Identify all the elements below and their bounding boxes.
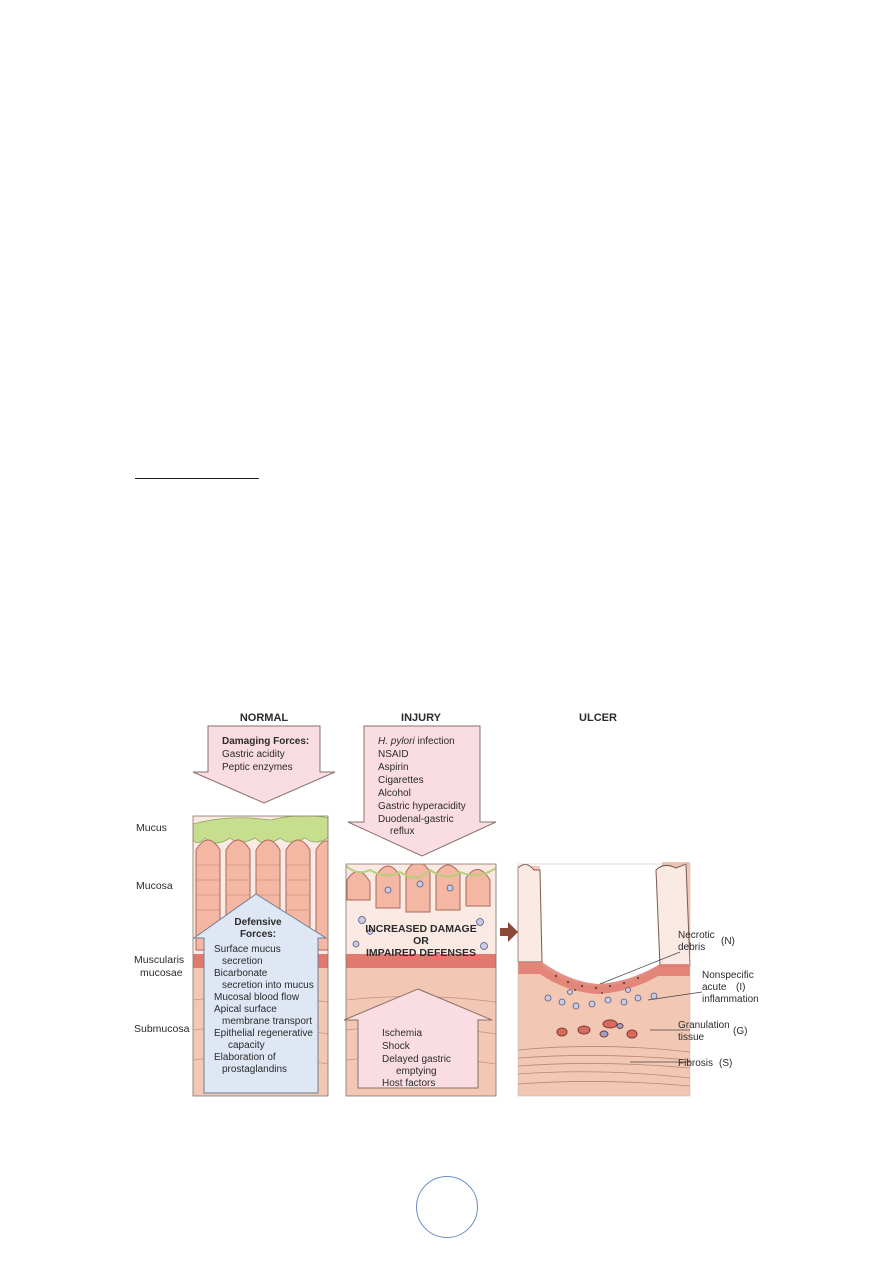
label-necrotic: Necrotic bbox=[678, 930, 715, 941]
label-tissue: tissue bbox=[678, 1032, 705, 1043]
impaired-defenses-text: IMPAIRED DEFENSES bbox=[366, 947, 476, 959]
defensive-title: Forces: bbox=[240, 929, 276, 940]
ulcer-left-wall bbox=[517, 864, 543, 963]
injury-factor: Gastric hyperacidity bbox=[378, 801, 466, 812]
layer-label-mucosa: Mucosa bbox=[136, 880, 173, 892]
host-factor: emptying bbox=[396, 1066, 437, 1077]
label-granulation-code: (G) bbox=[733, 1026, 747, 1037]
defensive-item: secretion into mucus bbox=[222, 980, 314, 991]
label-inflammation-code: (I) bbox=[736, 982, 745, 993]
label-granulation: Granulation bbox=[678, 1020, 730, 1031]
fibrosis-lines bbox=[517, 1046, 691, 1087]
defensive-forces-arrow: Defensive Forces: Surface mucus secretio… bbox=[192, 893, 328, 1094]
damaging-item: Gastric acidity bbox=[222, 749, 285, 760]
defensive-item: Bicarbonate bbox=[214, 968, 268, 979]
injury-factors-arrow: H. pylori infection NSAID Aspirin Cigare… bbox=[347, 725, 497, 857]
defensive-item: secretion bbox=[222, 956, 263, 967]
damaging-forces-title: Damaging Forces: bbox=[222, 736, 309, 747]
panel-title-injury: INJURY bbox=[401, 712, 442, 724]
ulcer-right-wall bbox=[655, 863, 691, 967]
ulcer-base bbox=[518, 862, 690, 1096]
label-acute: acute bbox=[702, 982, 727, 993]
defensive-item: Elaboration of bbox=[214, 1052, 276, 1063]
defensive-title: Defensive bbox=[234, 917, 282, 928]
panel-title-normal: NORMAL bbox=[240, 712, 289, 724]
normal-mucus-layer bbox=[193, 816, 328, 844]
defensive-item: Surface mucus bbox=[214, 944, 281, 955]
necrotic-debris bbox=[554, 974, 640, 994]
host-factor: Host factors bbox=[382, 1078, 435, 1089]
or-text: OR bbox=[413, 935, 429, 947]
defensive-item: prostaglandins bbox=[222, 1064, 287, 1075]
inflammation-cells bbox=[544, 987, 658, 1010]
label-inflammation: inflammation bbox=[702, 994, 759, 1005]
host-factor: Ischemia bbox=[382, 1028, 422, 1039]
injury-factor: NSAID bbox=[378, 749, 409, 760]
label-fibrosis-code: (S) bbox=[719, 1058, 732, 1069]
label-debris: debris bbox=[678, 942, 705, 953]
label-necrotic-code: (N) bbox=[721, 936, 735, 947]
injury-factor: Alcohol bbox=[378, 788, 411, 799]
layer-label-muscularis: Muscularis bbox=[134, 954, 184, 966]
ulcer-panel bbox=[517, 862, 691, 1097]
defensive-item: Epithelial regenerative bbox=[214, 1028, 313, 1039]
increased-damage-text: INCREASED DAMAGE bbox=[365, 923, 476, 935]
host-factor: Delayed gastric bbox=[382, 1054, 451, 1065]
page-number-circle bbox=[416, 1176, 478, 1238]
injury-factor-hpylori: H. pylori infection bbox=[378, 736, 455, 747]
host-factor: Shock bbox=[382, 1041, 411, 1052]
progression-arrow bbox=[500, 922, 518, 942]
defensive-item: Mucosal blood flow bbox=[214, 992, 300, 1003]
injury-factor: Cigarettes bbox=[378, 775, 424, 786]
defensive-item: membrane transport bbox=[222, 1016, 312, 1027]
layer-label-submucosa: Submucosa bbox=[134, 1023, 190, 1035]
injury-factor: reflux bbox=[390, 826, 414, 837]
injury-factor: Duodenal-gastric bbox=[378, 814, 454, 825]
layer-label-mucus: Mucus bbox=[136, 822, 167, 834]
damaging-forces-arrow: Damaging Forces: Gastric acidity Peptic … bbox=[192, 725, 336, 804]
underline-rule bbox=[135, 478, 259, 479]
layer-label-mucosae: mucosae bbox=[140, 967, 183, 979]
granulation-vessels bbox=[556, 1019, 638, 1039]
inflammatory-cells bbox=[352, 880, 488, 950]
panel-title-ulcer: ULCER bbox=[579, 712, 617, 724]
ulcer-muscularis bbox=[518, 962, 690, 994]
label-fibrosis: Fibrosis bbox=[678, 1058, 713, 1069]
injury-factor: Aspirin bbox=[378, 762, 409, 773]
injury-muscularis bbox=[346, 954, 496, 968]
host-factors-arrow: Ischemia Shock Delayed gastric emptying … bbox=[343, 988, 493, 1089]
peptic-ulcer-diagram: NORMAL INJURY ULCER Mucus Mucosa Muscula… bbox=[134, 712, 759, 1097]
defensive-item: capacity bbox=[228, 1040, 265, 1051]
defensive-item: Apical surface bbox=[214, 1004, 277, 1015]
label-nonspecific: Nonspecific bbox=[702, 970, 754, 981]
damaging-item: Peptic enzymes bbox=[222, 762, 293, 773]
